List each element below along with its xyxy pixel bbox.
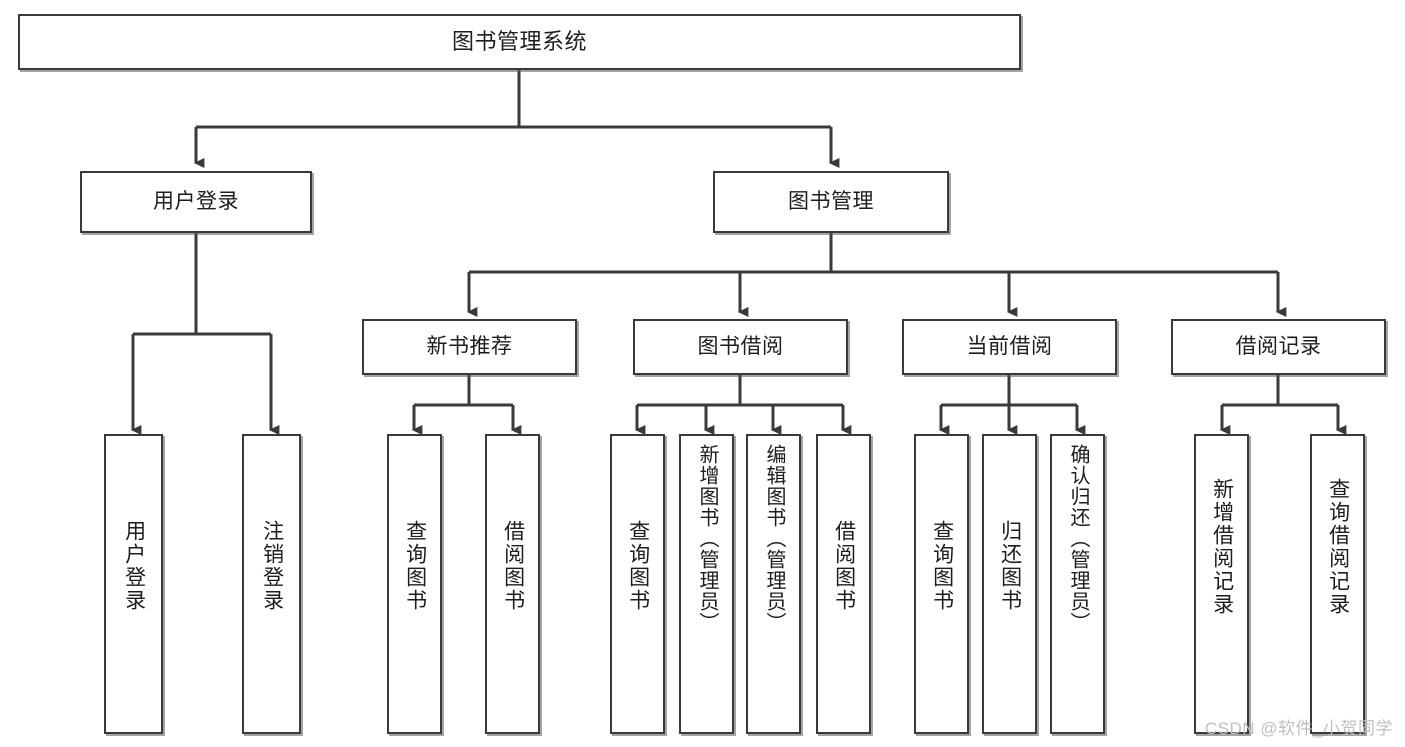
node-leaf-confirm-return[interactable]: 确认归还（管理员） — [1050, 434, 1105, 734]
node-user-login-label: 用户登录 — [153, 189, 239, 213]
node-leaf-borrow-book-2-label: 借阅图书 — [832, 520, 856, 612]
node-book-manage-label: 图书管理 — [788, 189, 874, 213]
node-leaf-query-book-3[interactable]: 查询图书 — [914, 434, 969, 734]
node-leaf-confirm-return-label: 确认归还（管理员） — [1067, 444, 1089, 633]
node-leaf-add-book-label: 新增图书（管理员） — [696, 444, 718, 633]
node-leaf-return-book[interactable]: 归还图书 — [982, 434, 1037, 734]
node-leaf-user-login[interactable]: 用户登录 — [104, 434, 163, 734]
node-book-borrow[interactable]: 图书借阅 — [633, 319, 848, 375]
node-leaf-query-record-label: 查询借阅记录 — [1326, 478, 1350, 616]
node-leaf-borrow-book-2[interactable]: 借阅图书 — [816, 434, 871, 734]
node-current-borrow[interactable]: 当前借阅 — [902, 319, 1117, 375]
node-leaf-edit-book-label: 编辑图书（管理员） — [763, 444, 785, 633]
node-leaf-add-record-label: 新增借阅记录 — [1210, 478, 1234, 616]
node-leaf-borrow-book-1-label: 借阅图书 — [501, 520, 525, 612]
node-borrow-record-label: 借阅记录 — [1235, 334, 1322, 358]
node-leaf-query-book-2-label: 查询图书 — [626, 520, 650, 612]
node-new-book-recommend-label: 新书推荐 — [426, 334, 513, 358]
node-book-borrow-label: 图书借阅 — [697, 334, 784, 358]
node-leaf-user-login-label: 用户登录 — [122, 520, 146, 612]
node-leaf-logout-login[interactable]: 注销登录 — [242, 434, 301, 734]
node-new-book-recommend[interactable]: 新书推荐 — [362, 319, 577, 375]
node-leaf-query-book-2[interactable]: 查询图书 — [610, 434, 665, 734]
node-leaf-return-book-label: 归还图书 — [998, 520, 1022, 612]
node-borrow-record[interactable]: 借阅记录 — [1171, 319, 1386, 375]
node-current-borrow-label: 当前借阅 — [966, 334, 1053, 358]
node-root-label: 图书管理系统 — [451, 29, 587, 55]
node-leaf-borrow-book-1[interactable]: 借阅图书 — [485, 434, 540, 734]
node-leaf-query-book-1-label: 查询图书 — [403, 520, 427, 612]
node-leaf-query-book-3-label: 查询图书 — [930, 520, 954, 612]
node-leaf-edit-book[interactable]: 编辑图书（管理员） — [746, 434, 801, 734]
node-leaf-query-record[interactable]: 查询借阅记录 — [1310, 434, 1365, 734]
node-leaf-logout-login-label: 注销登录 — [260, 520, 284, 612]
node-leaf-add-book[interactable]: 新增图书（管理员） — [679, 434, 734, 734]
csdn-watermark: CSDN @软件_小贺同学 — [1204, 719, 1393, 738]
node-user-login[interactable]: 用户登录 — [80, 171, 312, 233]
node-leaf-query-book-1[interactable]: 查询图书 — [387, 434, 442, 734]
node-leaf-add-record[interactable]: 新增借阅记录 — [1194, 434, 1249, 734]
node-root[interactable]: 图书管理系统 — [18, 14, 1021, 70]
node-book-manage[interactable]: 图书管理 — [713, 171, 949, 233]
